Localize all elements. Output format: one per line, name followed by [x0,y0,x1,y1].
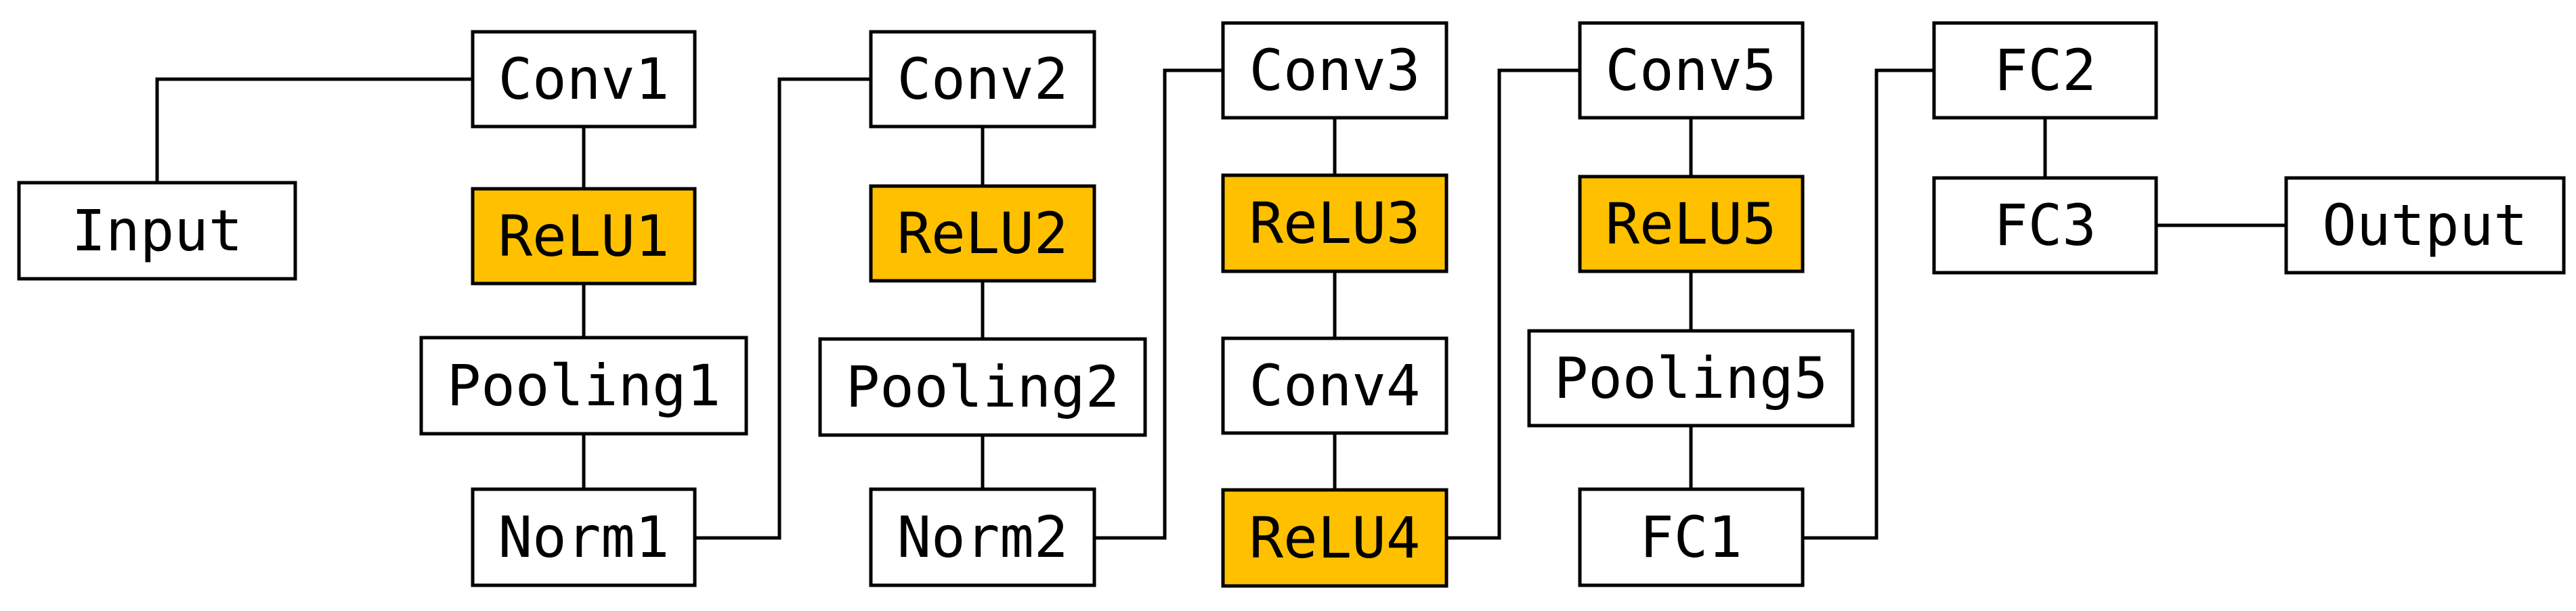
node-output: Output [2284,176,2566,275]
node-fc3: FC3 [1932,176,2158,275]
node-pooling2-label: Pooling2 [846,354,1120,420]
node-relu4-label: ReLU4 [1249,505,1421,571]
node-conv5-label: Conv5 [1606,37,1777,104]
node-norm2: Norm2 [869,487,1096,587]
node-fc1: FC1 [1578,487,1805,587]
node-relu1: ReLU1 [471,187,697,286]
node-conv4-label: Conv4 [1249,353,1421,419]
node-fc1-label: FC1 [1639,504,1742,570]
node-conv5: Conv5 [1578,21,1805,120]
node-pooling5-label: Pooling5 [1554,345,1828,411]
edge-norm1-conv2 [695,77,871,540]
node-relu3-label: ReLU3 [1249,190,1421,256]
node-norm1-label: Norm1 [498,504,670,570]
node-pooling1-label: Pooling1 [447,353,721,419]
node-conv1: Conv1 [471,30,697,129]
node-fc3-label: FC3 [1994,192,2097,258]
node-pooling1: Pooling1 [419,336,748,436]
edge-norm2-conv3 [1094,68,1223,540]
node-conv1-label: Conv1 [498,46,670,112]
node-conv2-label: Conv2 [897,46,1069,112]
node-norm1: Norm1 [471,487,697,587]
edge-relu4-conv5 [1446,68,1580,540]
node-relu2-label: ReLU2 [897,200,1069,267]
node-input: Input [17,181,297,281]
node-pooling5: Pooling5 [1527,329,1855,428]
node-conv4: Conv4 [1221,336,1448,435]
node-conv3: Conv3 [1221,21,1448,120]
node-fc2: FC2 [1932,21,2158,120]
node-relu5: ReLU5 [1578,175,1805,273]
node-conv2: Conv2 [869,30,1096,129]
node-output-label: Output [2322,192,2527,258]
node-relu4: ReLU4 [1221,488,1448,588]
connectors [155,68,2286,540]
node-relu5-label: ReLU5 [1606,191,1777,257]
edge-input-conv1 [155,77,473,183]
node-relu1-label: ReLU1 [498,203,670,269]
node-input-label: Input [72,198,243,264]
nodes: Input Conv1 ReLU1 Pooling1 Norm1 Conv2 R… [17,21,2566,588]
node-relu3: ReLU3 [1221,173,1448,273]
node-conv3-label: Conv3 [1249,37,1421,104]
node-pooling2: Pooling2 [818,337,1147,437]
node-norm2-label: Norm2 [897,504,1069,570]
node-relu2: ReLU2 [869,184,1096,283]
edge-fc1-fc2 [1803,68,1934,540]
node-fc2-label: FC2 [1994,37,2097,104]
